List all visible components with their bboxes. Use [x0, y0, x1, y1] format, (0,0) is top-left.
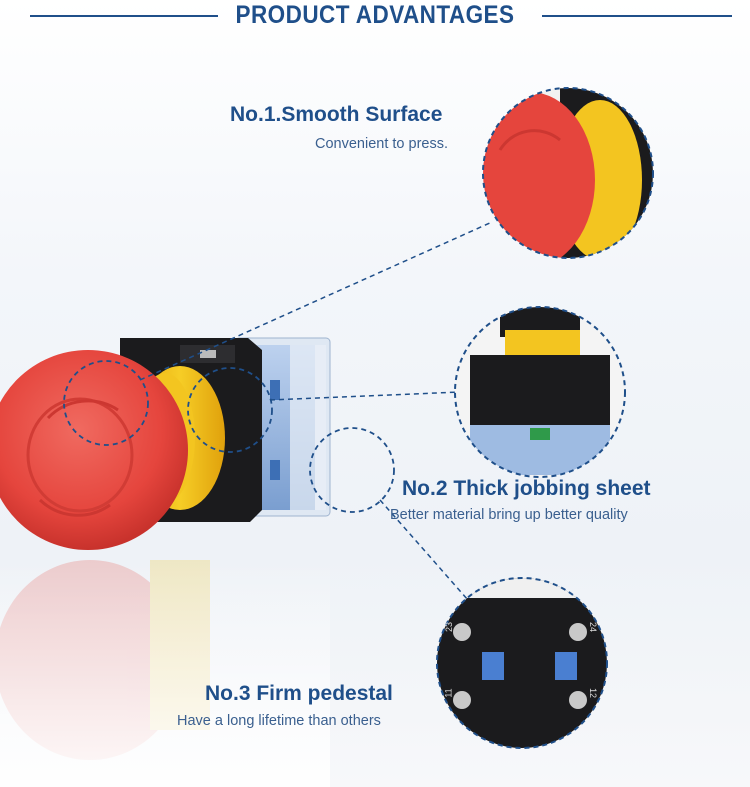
leader-line-1 [139, 221, 493, 381]
feature-1-subtitle: Convenient to press. [315, 136, 448, 152]
zoom-detail-pedestal [436, 577, 608, 749]
feature-2-title: No.2 Thick jobbing sheet [402, 477, 651, 500]
header-line-right [542, 15, 732, 17]
header-line-left [30, 15, 218, 17]
section-title: PRODUCT ADVANTAGES [235, 1, 515, 29]
terminal-label-11: 11 [443, 688, 454, 698]
terminal-label-23: 23 [444, 621, 455, 633]
leader-line-2 [269, 391, 461, 401]
feature-1-title: No.1.Smooth Surface [230, 103, 443, 126]
red-mushroom-button [0, 350, 188, 550]
terminal-label-12: 12 [588, 687, 599, 699]
feature-3-title: No.3 Firm pedestal [205, 682, 393, 705]
section-header: PRODUCT ADVANTAGES [0, 0, 750, 34]
zoom-detail-jobbing-sheet [454, 306, 626, 478]
terminal-label-24: 24 [588, 621, 599, 633]
feature-3-subtitle: Have a long lifetime than others [177, 713, 381, 729]
callout-circle-2 [187, 367, 273, 453]
leader-line-3 [379, 499, 469, 601]
feature-2-subtitle: Better material bring up better quality [390, 507, 628, 523]
callout-circle-1 [63, 360, 149, 446]
callout-circle-3 [309, 427, 395, 513]
zoom-detail-surface [482, 87, 654, 259]
